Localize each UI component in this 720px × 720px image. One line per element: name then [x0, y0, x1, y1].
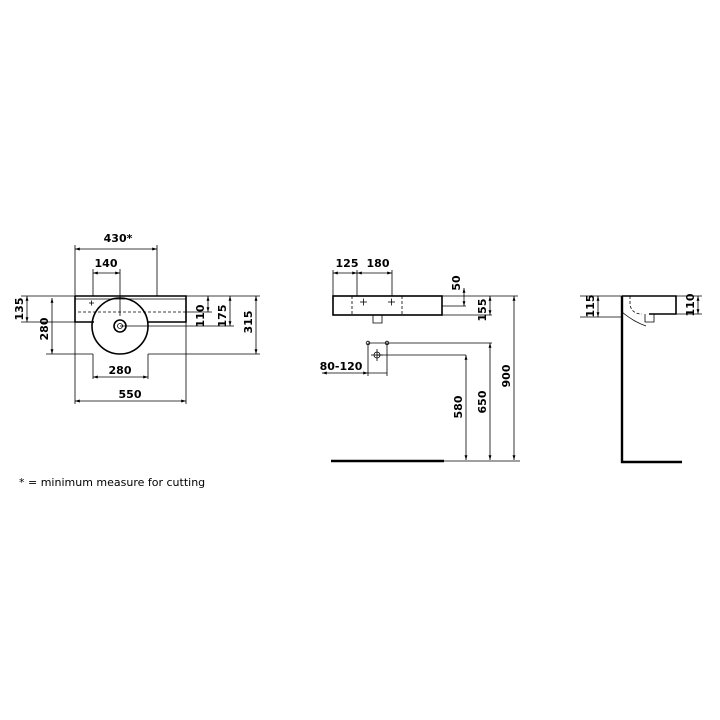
- side-view: 115 110: [580, 293, 702, 464]
- dim-label-135: 135: [13, 298, 26, 321]
- dim-label-155: 155: [476, 299, 489, 322]
- basin-side-outline: [622, 295, 677, 315]
- top-view: 430* 140 280 550 135 280 110 175 315: [13, 232, 260, 404]
- dim-label-315: 315: [242, 311, 255, 334]
- dim-label-180: 180: [367, 257, 390, 270]
- drain-profile: [621, 311, 647, 327]
- dim-label-110-side: 110: [684, 293, 697, 316]
- drain-outlet: [644, 314, 655, 323]
- drain-outlet: [372, 315, 383, 324]
- dim-label-580: 580: [452, 395, 465, 418]
- dim-label-140: 140: [95, 257, 118, 270]
- bowl-profile: [629, 296, 643, 315]
- basin-front-outline: [332, 295, 443, 316]
- dim-label-900: 900: [500, 364, 513, 387]
- dim-label-280: 280: [38, 317, 51, 340]
- dim-label-550: 550: [119, 388, 142, 401]
- dim-label-80-120: 80-120: [320, 360, 363, 373]
- dim-label-115: 115: [584, 295, 597, 318]
- footnote-cutting-measure: * = minimum measure for cutting: [19, 476, 206, 489]
- dim-label-125: 125: [336, 257, 359, 270]
- wall-floor-profile: [620, 296, 682, 464]
- dim-label-110: 110: [194, 304, 207, 327]
- dim-label-430: 430*: [104, 232, 133, 245]
- dim-label-175: 175: [216, 305, 229, 328]
- dim-label-650: 650: [476, 390, 489, 413]
- dim-label-280-bowl: 280: [109, 364, 132, 377]
- front-view: 125 180 50 155 80-120 580 650 900: [320, 257, 520, 463]
- dim-label-50: 50: [450, 275, 463, 291]
